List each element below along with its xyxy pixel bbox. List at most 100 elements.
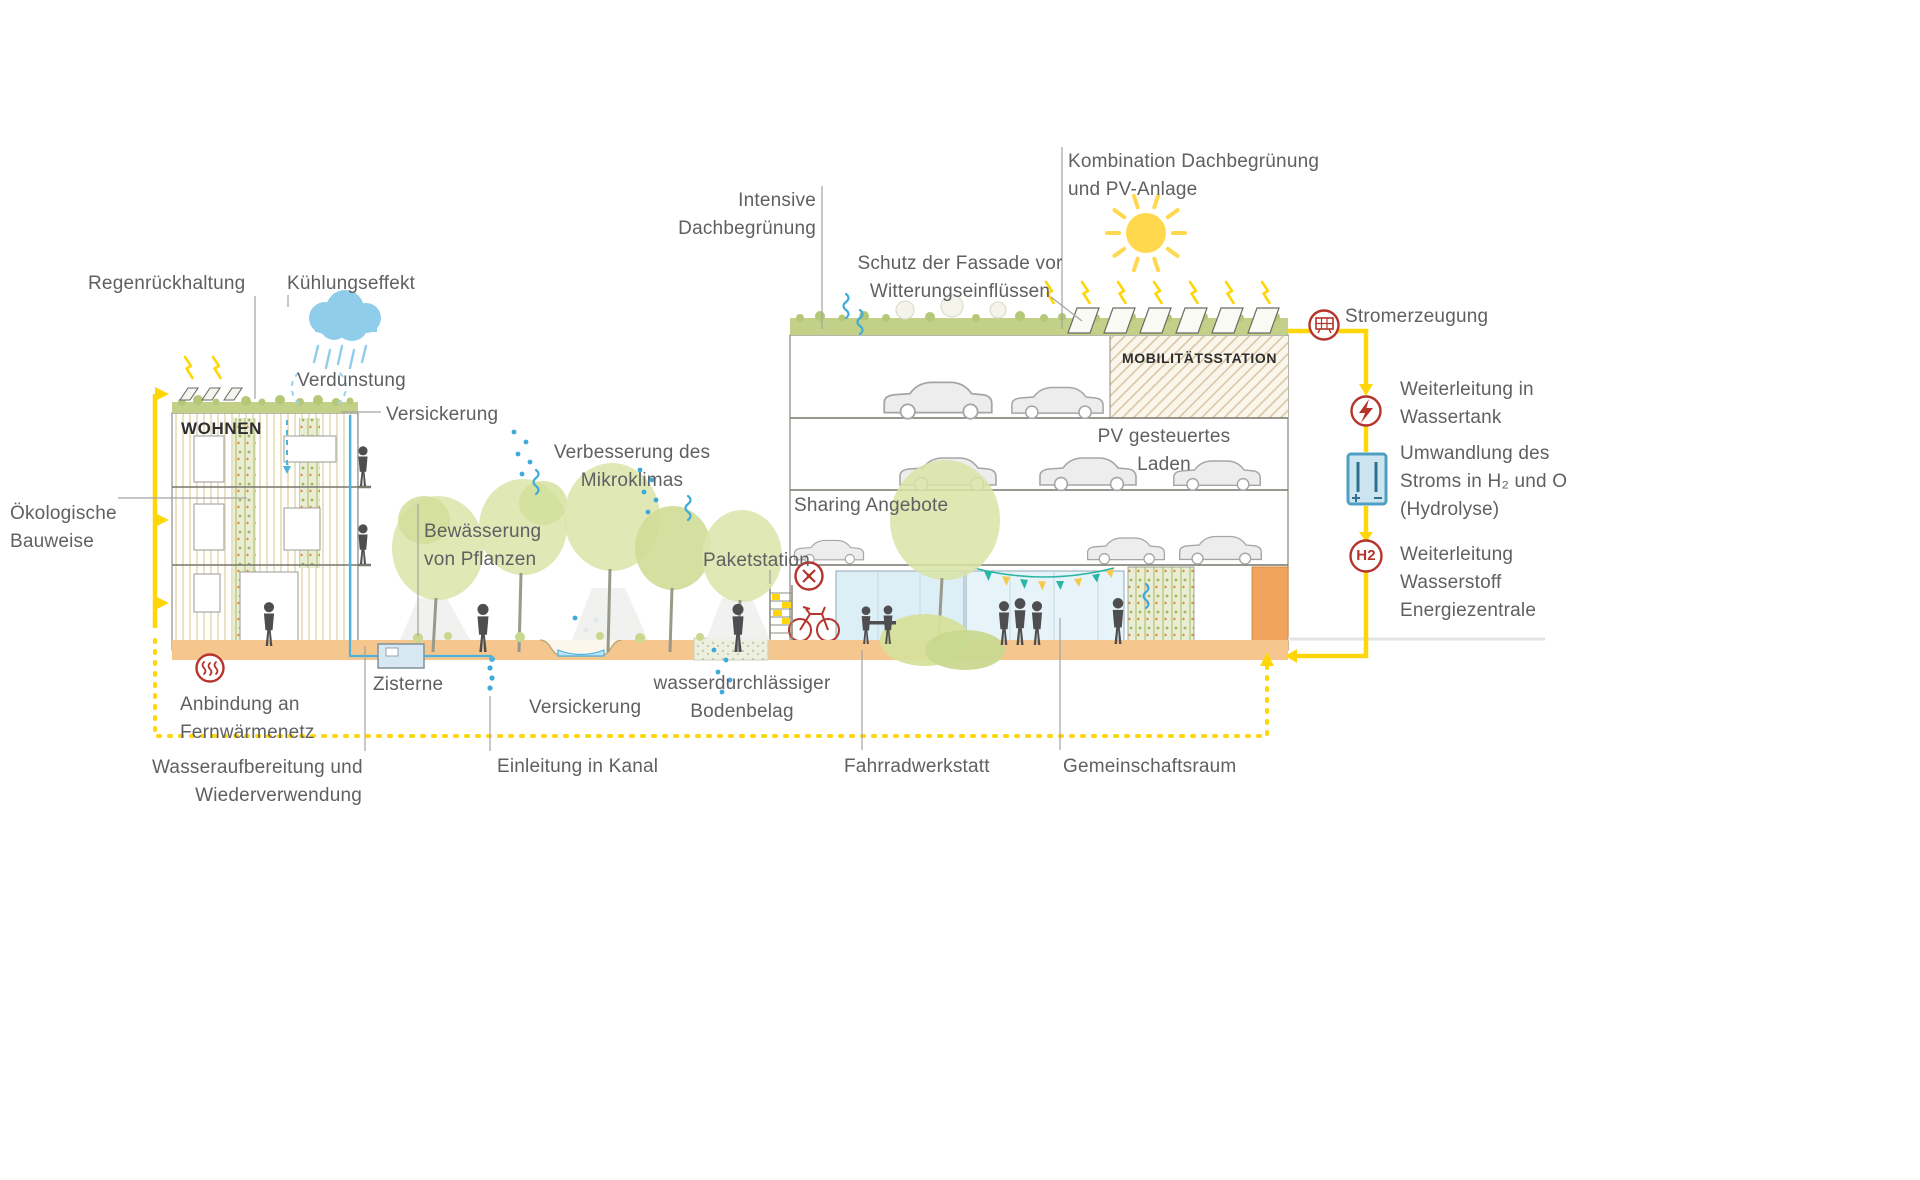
h2-badge-icon bbox=[1349, 539, 1383, 573]
label-mobilitaetsstation: MOBILITÄTSSTATION bbox=[1122, 344, 1277, 372]
label-text: Einleitung in Kanal bbox=[497, 756, 659, 777]
parcel-station bbox=[769, 585, 793, 640]
label-weiterleitung-wasserstoff: Weiterleitung Wasserstoff Energiezentral… bbox=[1400, 541, 1536, 625]
label-text: Versickerung bbox=[529, 697, 642, 718]
cistern bbox=[377, 643, 425, 669]
label-line: Weiterleitung in bbox=[1400, 379, 1534, 400]
label-line: Energiezentrale bbox=[1400, 600, 1537, 621]
label-line: (Hydrolyse) bbox=[1400, 499, 1500, 520]
label-text: Paketstation bbox=[703, 550, 810, 571]
label-line: Laden bbox=[1137, 454, 1191, 475]
residential-windows bbox=[193, 435, 337, 649]
label-intensive-dachbegruenung: Intensive Dachbegrünung bbox=[668, 187, 816, 243]
permeable-paving bbox=[693, 637, 769, 661]
h2-badge-text: H2 bbox=[1350, 546, 1382, 566]
electricity-generation-icon bbox=[1308, 309, 1340, 341]
green-roof bbox=[172, 402, 358, 413]
label-line: und PV-Anlage bbox=[1068, 179, 1198, 200]
label-anbindung-fernwaerme: Anbindung an Fernwärmenetz bbox=[180, 691, 315, 747]
label-line: Wiederverwendung bbox=[195, 785, 362, 806]
person-silhouette bbox=[358, 446, 368, 486]
label-line: Wasserstoff bbox=[1400, 572, 1502, 593]
leader-lines bbox=[118, 147, 1083, 751]
bicycle-icon bbox=[788, 606, 840, 642]
label-text: WOHNEN bbox=[181, 419, 263, 438]
mobility-station-building bbox=[769, 280, 1289, 651]
roof-flowers bbox=[895, 294, 1007, 320]
plant-wall bbox=[1127, 566, 1195, 651]
label-line: Umwandlung des bbox=[1400, 443, 1550, 464]
label-weiterleitung-wassertank: Weiterleitung in Wassertank bbox=[1400, 376, 1534, 432]
sun-icon bbox=[1105, 193, 1187, 273]
label-line: Stroms in H₂ und O bbox=[1400, 471, 1568, 492]
roof-pv-panels bbox=[1067, 307, 1280, 334]
label-paketstation: Paketstation bbox=[703, 547, 810, 575]
label-text: Regenrückhaltung bbox=[88, 273, 246, 294]
label-line: Mikroklimas bbox=[580, 470, 684, 491]
tree-canopy bbox=[702, 510, 782, 602]
green-roof-plants bbox=[178, 395, 354, 406]
people bbox=[263, 446, 1124, 652]
rain-cloud-icon bbox=[290, 290, 381, 405]
label-gemeinschaftsraum: Gemeinschaftsraum bbox=[1063, 753, 1236, 781]
label-zisterne: Zisterne bbox=[373, 671, 443, 699]
tree-canopy bbox=[890, 460, 1000, 580]
energy-center-strip bbox=[1251, 566, 1289, 651]
tree-canopy bbox=[635, 506, 711, 590]
label-umwandlung: Umwandlung des Stroms in H₂ und O (Hydro… bbox=[1400, 440, 1567, 524]
label-versickerung-dach: Versickerung bbox=[386, 401, 498, 429]
label-line: Fernwärmenetz bbox=[180, 722, 315, 743]
label-line: Anbindung an bbox=[180, 694, 300, 715]
label-einleitung-kanal: Einleitung in Kanal bbox=[497, 753, 658, 781]
bunting-garland bbox=[973, 567, 1115, 591]
rainwater-downpipe bbox=[348, 415, 378, 658]
ground-shrubs bbox=[413, 632, 704, 643]
label-line: Wassertank bbox=[1400, 407, 1502, 428]
trees bbox=[392, 460, 1005, 670]
label-line: Witterungseinflüssen bbox=[869, 281, 1051, 302]
label-text: Zisterne bbox=[373, 674, 444, 695]
rooftop-solar-panels bbox=[178, 387, 244, 401]
label-pv-laden: PV gesteuertes Laden bbox=[1094, 423, 1234, 479]
label-line: Bodenbelag bbox=[690, 701, 794, 722]
person-silhouette bbox=[358, 524, 368, 564]
sun-energy-zigzag-icon bbox=[183, 355, 194, 380]
label-text: Verdunstung bbox=[297, 370, 406, 391]
label-regenrueckhaltung: Regenrückhaltung bbox=[88, 270, 245, 298]
sun-energy-zigzag-icon bbox=[211, 355, 222, 380]
label-line: Bewässerung bbox=[424, 521, 542, 542]
label-line: Verbesserung des bbox=[553, 442, 711, 463]
infiltration-swale bbox=[539, 615, 623, 657]
label-line: Wasseraufbereitung und bbox=[152, 757, 363, 778]
label-line: Schutz der Fassade vor bbox=[857, 253, 1063, 274]
label-line: Intensive bbox=[738, 190, 816, 211]
label-verdunstung: Verdunstung bbox=[297, 367, 406, 395]
label-text: Kühlungseffekt bbox=[287, 273, 416, 294]
label-kombination-pv: Kombination Dachbegrünung und PV-Anlage bbox=[1068, 148, 1319, 204]
label-line: wasserdurchlässiger bbox=[653, 673, 831, 694]
label-bodenbelag: wasserdurchlässiger Bodenbelag bbox=[652, 670, 832, 726]
bush bbox=[925, 630, 1005, 670]
label-line: Weiterleitung bbox=[1400, 544, 1514, 565]
label-kuehlungseffekt: Kühlungseffekt bbox=[287, 270, 415, 298]
label-line: PV gesteuertes bbox=[1097, 426, 1231, 447]
label-schutz-fassade: Schutz der Fassade vor Witterungseinflüs… bbox=[857, 250, 1063, 306]
label-line: Kombination Dachbegrünung bbox=[1068, 151, 1320, 172]
label-oekologische-bauweise: Ökologische Bauweise bbox=[10, 500, 117, 556]
label-text: MOBILITÄTSSTATION bbox=[1122, 350, 1278, 366]
label-text: H2 bbox=[1356, 547, 1376, 564]
tree-canopy bbox=[398, 496, 450, 544]
label-sharing-angebote: Sharing Angebote bbox=[794, 492, 948, 520]
water-system bbox=[283, 415, 495, 691]
tree-canopy bbox=[519, 481, 567, 525]
label-line: Ökologische bbox=[10, 503, 117, 524]
electrolysis-tank-icon bbox=[1346, 452, 1388, 506]
label-fahrradwerkstatt: Fahrradwerkstatt bbox=[844, 753, 990, 781]
label-versickerung-boden: Versickerung bbox=[529, 694, 641, 722]
district-heating-icon bbox=[195, 653, 225, 683]
energy-loop-dashed bbox=[153, 638, 1269, 738]
label-text: Versickerung bbox=[386, 404, 499, 425]
label-text: Stromerzeugung bbox=[1345, 306, 1489, 327]
